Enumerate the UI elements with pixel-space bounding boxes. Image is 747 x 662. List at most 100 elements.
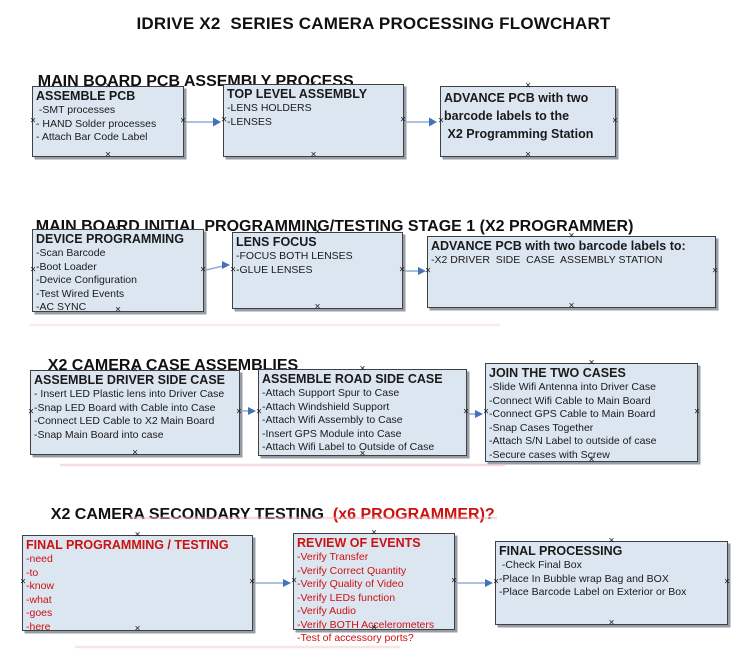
box-item: -Attach Support Spur to Case	[262, 387, 400, 399]
connector-handle-icon: ×	[249, 576, 255, 588]
box-item: -FOCUS BOTH LENSES	[236, 250, 353, 262]
box-item: -Check Final Box	[499, 559, 582, 571]
connector-handle-icon: ×	[608, 617, 615, 629]
connector-handle-icon: ×	[310, 149, 317, 161]
box-item: - Insert LED Plastic lens into Driver Ca…	[34, 388, 225, 400]
flow-arrowhead-icon	[418, 267, 426, 275]
flow-box-final-processing: ×××× FINAL PROCESSING -Check Final Box -…	[493, 536, 730, 628]
box-item: -Verify Transfer	[297, 551, 369, 563]
box-title: FINAL PROGRAMMING / TESTING	[26, 538, 229, 552]
connector-handle-icon: ×	[132, 447, 138, 459]
box-title: JOIN THE TWO CASES	[489, 366, 626, 380]
flow-box-advance-pcb-driver-side-station: ×××× ADVANCE PCB with two barcode labels…	[425, 231, 718, 311]
flow-box-final-programming-testing: ×××× FINAL PROGRAMMING / TESTING -need -…	[20, 530, 255, 634]
box-item: -Verify Quality of Video	[297, 578, 404, 590]
box-item: -LENS HOLDERS	[227, 102, 312, 114]
flow-box-top-level-assembly: ×××× TOP LEVEL ASSEMBLY -LENS HOLDERS -L…	[221, 79, 406, 160]
flow-arrowhead-icon	[475, 410, 483, 418]
box-item: -Verify LEDs function	[297, 591, 396, 604]
connector-handle-icon: ×	[612, 115, 618, 126]
box-item: -AC SYNC	[36, 301, 87, 313]
box-item: -Verify Audio	[297, 605, 356, 617]
box-title: ASSEMBLE DRIVER SIDE CASE	[34, 373, 226, 387]
box-item: -Connect Wifi Cable to Main Board	[489, 394, 651, 407]
flow-box-assemble-driver-side-case: ×××× ASSEMBLE DRIVER SIDE CASE - Insert …	[28, 365, 242, 458]
connector-handle-icon: ×	[568, 300, 575, 312]
box-item: -Snap Cases Together	[489, 421, 594, 434]
box-item: -Secure cases with Screw	[489, 448, 610, 461]
section-heading-text: X2 CAMERA SECONDARY TESTING	[50, 506, 324, 523]
connector-handle-icon: ×	[694, 406, 700, 417]
connector-handle-icon: ×	[712, 265, 718, 277]
flow-arrowhead-icon	[429, 117, 437, 127]
box-item: -here	[26, 620, 51, 633]
connector-handle-icon: ×	[236, 406, 242, 417]
connector-handle-icon: ×	[400, 114, 406, 125]
box-item: -Snap Main Board into case	[34, 428, 164, 441]
box-item: -Boot Loader	[36, 260, 97, 273]
box-title: ASSEMBLE PCB	[36, 89, 136, 103]
box-title-line: X2 Programming Station	[444, 127, 594, 141]
box-item: -X2 DRIVER SIDE CASE ASSEMBLY STATION	[431, 254, 663, 266]
box-item: -Attach Wifi Assembly to Case	[262, 414, 403, 426]
flow-box-lens-focus: ×××× LENS FOCUS -FOCUS BOTH LENSES -GLUE…	[230, 227, 405, 312]
connector-handle-icon: ×	[180, 115, 186, 126]
box-item: -Verify Correct Quantity	[297, 564, 407, 577]
box-item: -Attach Wifi Label to Outside of Case	[262, 441, 435, 453]
box-item: -Test Wired Events	[36, 287, 125, 300]
box-title: FINAL PROCESSING	[499, 544, 623, 558]
box-item: -Attach Windshield Support	[262, 400, 390, 413]
box-item: -what	[26, 593, 52, 606]
connector-handle-icon: ×	[399, 264, 405, 275]
flow-arrowhead-icon	[213, 117, 221, 127]
box-item: - Attach Bar Code Label	[36, 131, 148, 143]
box-title: TOP LEVEL ASSEMBLY	[227, 87, 368, 101]
flow-box-advance-pcb-programming-station: ×××× ADVANCE PCB with two barcode labels…	[438, 81, 618, 160]
connector-handle-icon: ×	[425, 265, 431, 277]
flow-arrow	[205, 265, 224, 271]
box-title: ASSEMBLE ROAD SIDE CASE	[262, 372, 443, 386]
connector-handle-icon: ×	[105, 149, 111, 161]
box-item: -Connect LED Cable to X2 Main Board	[34, 415, 215, 427]
flow-box-review-of-events: ×××× REVIEW OF EVENTS -Verify Transfer -…	[291, 528, 457, 644]
box-item: -Verify BOTH Accelerometers	[297, 618, 435, 631]
box-item: -GLUE LENSES	[236, 263, 313, 276]
flow-arrowhead-icon	[485, 579, 493, 587]
box-title: LENS FOCUS	[236, 235, 317, 249]
box-item: -Connect GPS Cable to Main Board	[489, 408, 656, 420]
box-item: -Attach S/N Label to outside of case	[489, 435, 657, 447]
flow-arrowhead-icon	[283, 579, 291, 587]
flow-box-join-the-two-cases: ×××× JOIN THE TWO CASES -Slide Wifi Ante…	[483, 358, 700, 465]
box-title: ADVANCE PCB with two barcode labels to:	[431, 239, 686, 253]
flow-box-assemble-pcb: ×××× ASSEMBLE PCB -SMT processes - HAND …	[30, 81, 186, 160]
box-title: REVIEW OF EVENTS	[297, 536, 421, 550]
flow-box-assemble-road-side-case: ×××× ASSEMBLE ROAD SIDE CASE -Attach Sup…	[256, 364, 469, 459]
box-item: -Insert GPS Module into Case	[262, 427, 402, 440]
box-title-line: ADVANCE PCB with two	[444, 91, 589, 105]
flow-arrowhead-icon	[222, 261, 230, 269]
box-title: DEVICE PROGRAMMING	[36, 232, 184, 246]
connector-handle-icon: ×	[463, 406, 469, 417]
box-item: -know	[26, 580, 55, 592]
box-item: -Device Configuration	[36, 274, 137, 286]
box-item: -Test of accessory ports?	[297, 632, 414, 644]
box-item: -need	[26, 553, 53, 565]
section-heading-text: X2 CAMERA CASE ASSEMBLIES	[47, 357, 299, 374]
connector-handle-icon: ×	[724, 576, 730, 588]
connector-handle-icon: ×	[451, 575, 457, 586]
connector-handle-icon: ×	[525, 149, 531, 161]
box-item: -SMT processes	[36, 104, 116, 116]
box-item: - HAND Solder processes	[36, 117, 157, 130]
box-item: -Scan Barcode	[36, 247, 106, 259]
box-item: -Place Barcode Label on Exterior or Box	[499, 586, 687, 598]
box-item: -LENSES	[227, 115, 272, 128]
connector-handle-icon: ×	[314, 301, 321, 313]
box-item: -Slide Wifi Antenna into Driver Case	[489, 381, 656, 393]
flow-box-device-programming: ×××× DEVICE PROGRAMMING -Scan Barcode -B…	[30, 224, 206, 315]
box-title-line: barcode labels to the	[444, 109, 570, 123]
box-item: -Snap LED Board with Cable into Case	[34, 401, 216, 414]
box-item: -to	[26, 566, 39, 579]
box-item: -goes	[26, 607, 53, 619]
connector-handle-icon: ×	[200, 264, 206, 275]
